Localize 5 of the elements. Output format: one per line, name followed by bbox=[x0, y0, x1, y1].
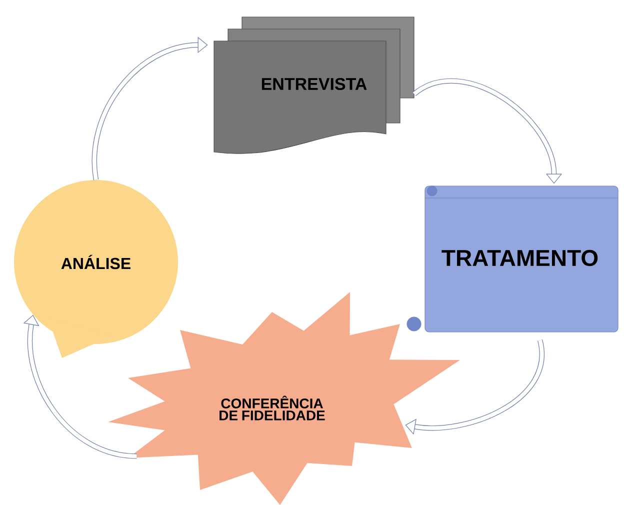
curved-arrow bbox=[412, 78, 562, 184]
speech-bubble: ANÁLISE bbox=[14, 180, 178, 358]
curved-arrow bbox=[92, 36, 208, 180]
document-stack: ENTREVISTA bbox=[214, 16, 414, 154]
curved-arrow bbox=[405, 340, 544, 435]
